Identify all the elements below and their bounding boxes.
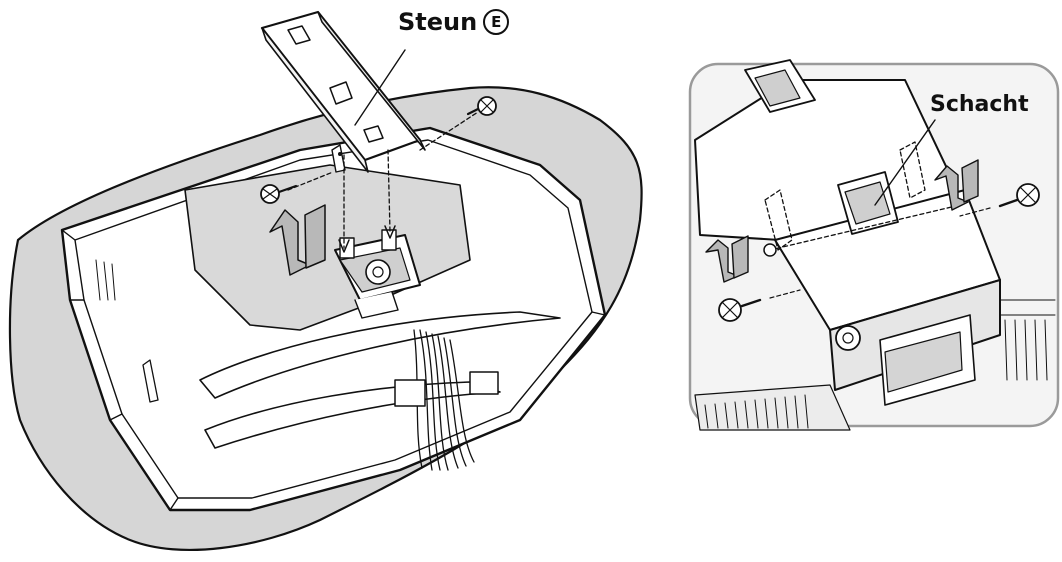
down-arrow-icon (934, 159, 979, 211)
rib-lower (204, 381, 501, 449)
screw-icon (718, 289, 801, 322)
schacht-label: Schacht (930, 92, 1029, 117)
steun-label-text: Steun (398, 8, 478, 36)
detail-inset (688, 59, 1060, 431)
screw-icon (466, 96, 497, 116)
cable-bundle (413, 329, 475, 471)
screw-icon (959, 183, 1040, 217)
steun-leader-line (354, 49, 406, 126)
screw-icon (260, 184, 298, 204)
steun-marker-e: E (483, 9, 510, 35)
down-arrow-icon (705, 235, 749, 283)
stand-bracket (260, 10, 426, 173)
main-illustration (8, 10, 643, 552)
schacht-leader-line (874, 119, 936, 206)
mount-block (334, 229, 421, 319)
rib-upper (199, 311, 561, 399)
rotate-arrow-icon (269, 204, 326, 276)
